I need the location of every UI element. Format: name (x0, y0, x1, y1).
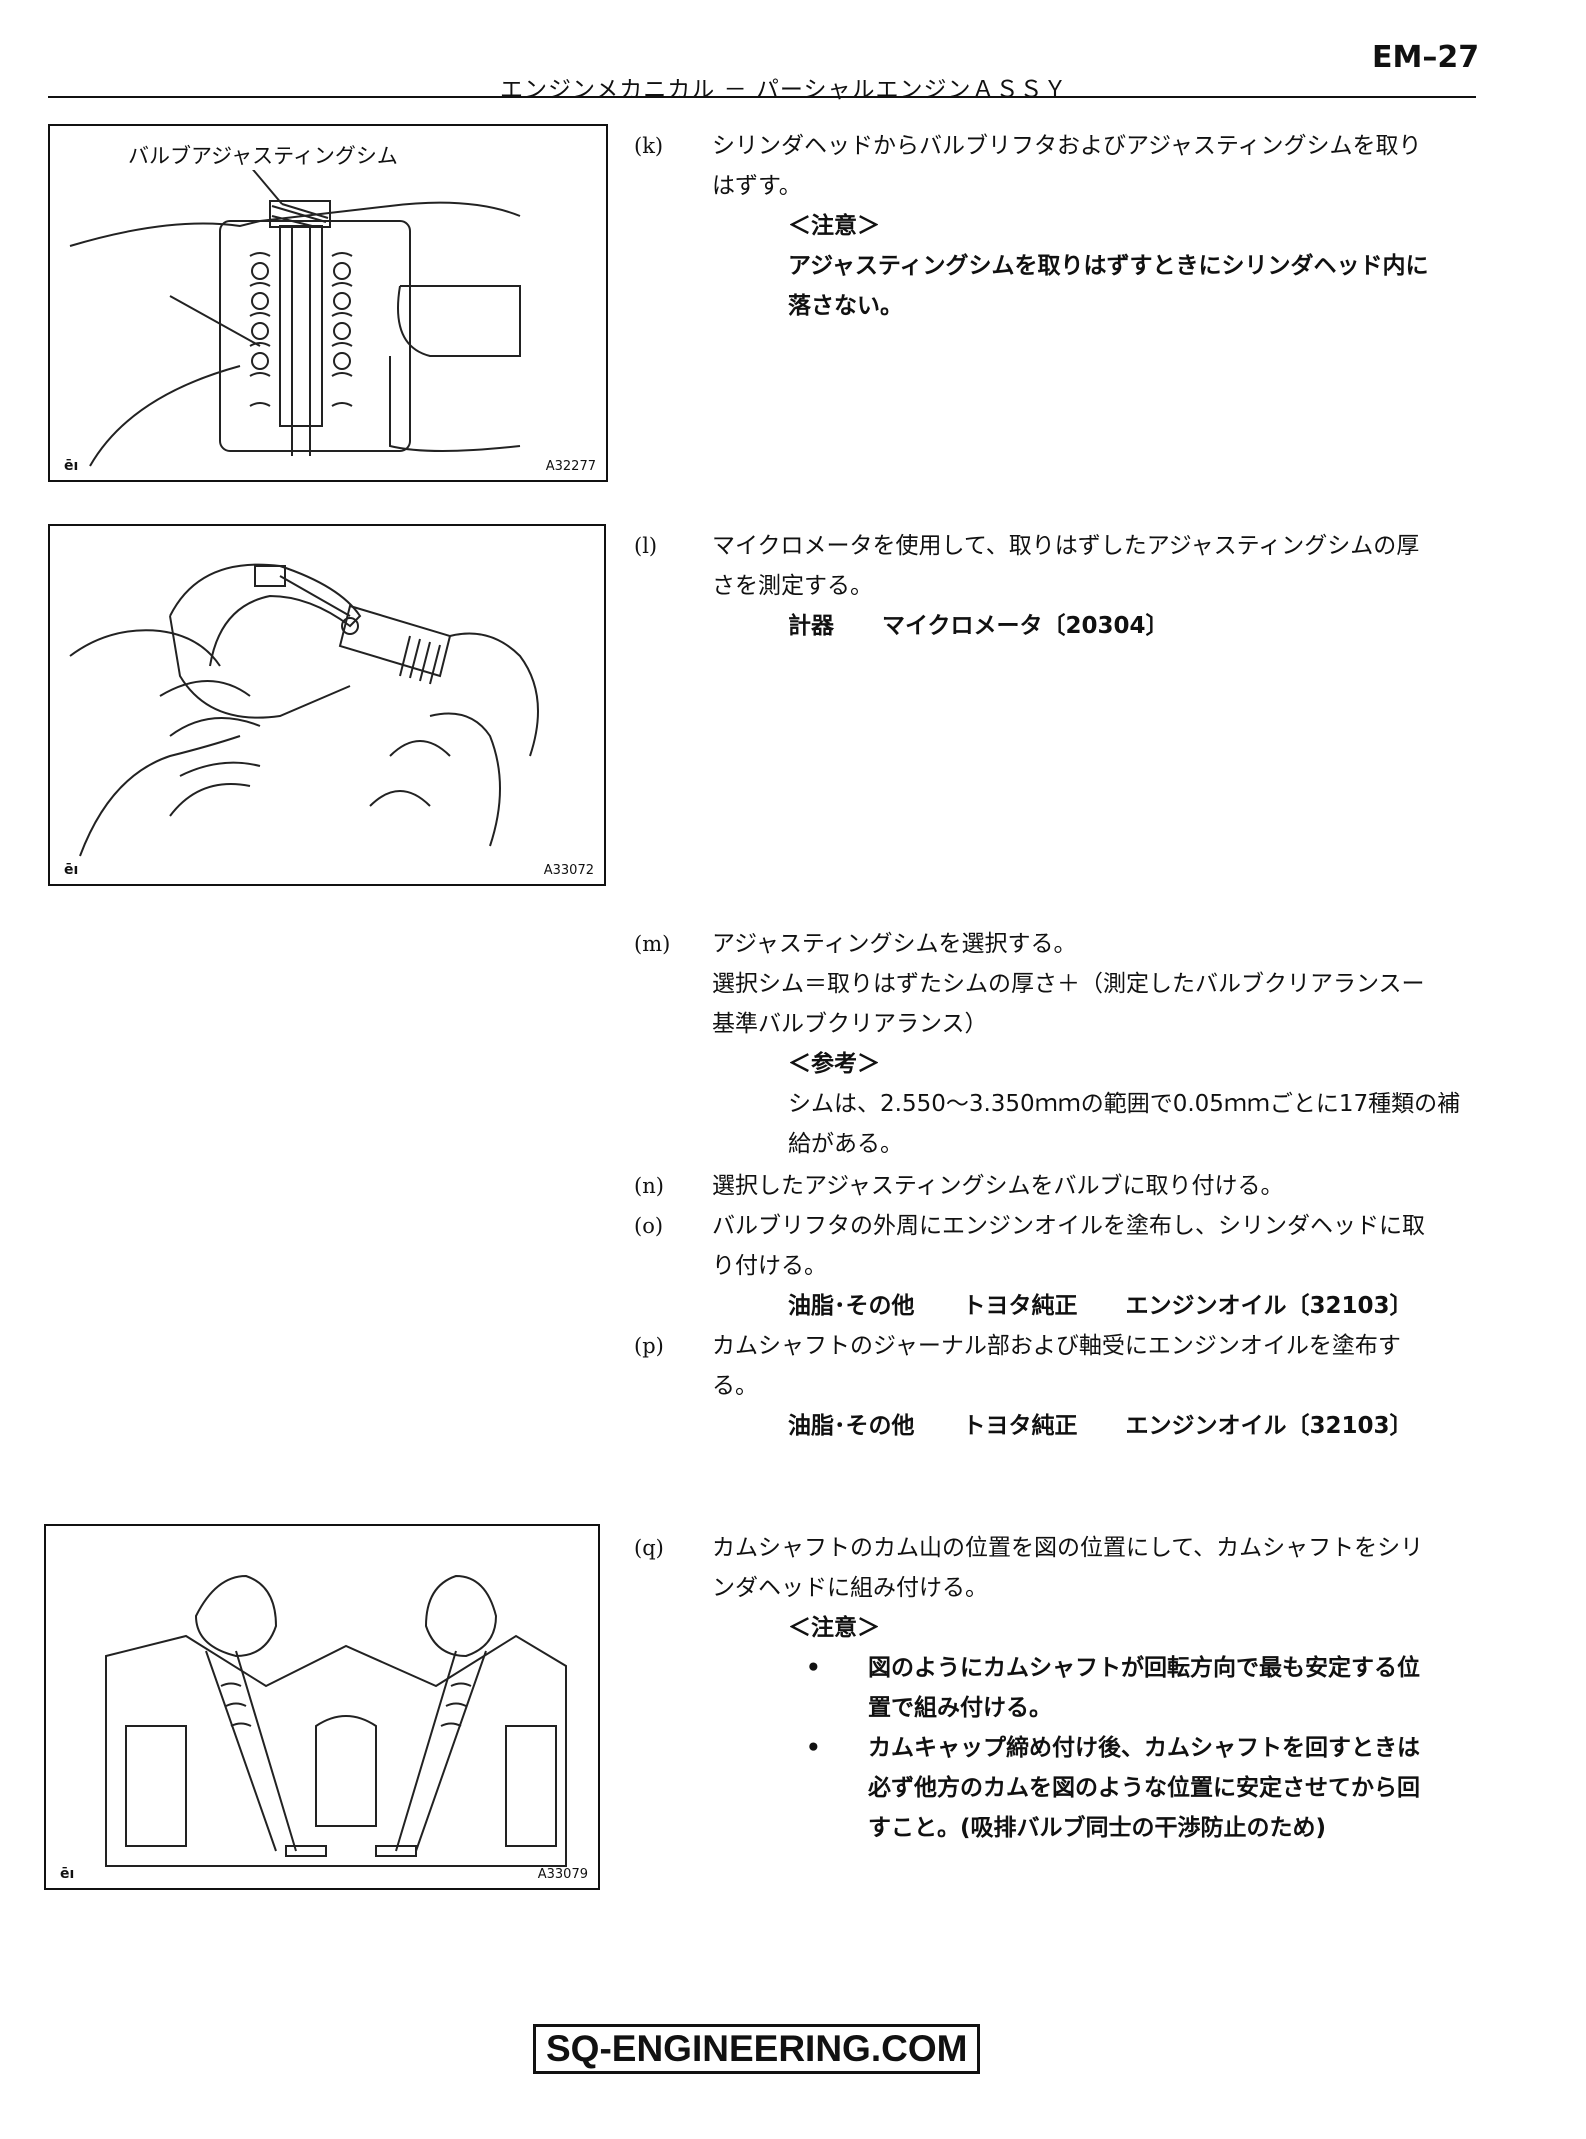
step-text-line: 基準バルブクリアランス） (712, 1011, 988, 1037)
step-text-line: 選択シム＝取りはずたシムの厚さ＋（測定したバルブクリアランスー (712, 971, 1425, 997)
spec-term: 油脂･その他 (788, 1413, 915, 1439)
caution-bullet: • 図のようにカムシャフトが回転方向で最も安定する位 置で組み付ける。 (712, 1648, 1472, 1728)
lubricant-spec: 油脂･その他 トヨタ純正 エンジンオイル〔32103〕 (712, 1406, 1472, 1446)
figure-callout-label: バルブアジャスティングシム (128, 140, 398, 170)
step-text-line: バルブリフタの外周にエンジンオイルを塗布し、シリンダヘッドに取 (712, 1213, 1425, 1239)
bullet-icon: • (806, 1655, 821, 1681)
step-label: (m) (634, 932, 671, 956)
figure-id: A33072 (543, 863, 594, 878)
tool-spec: 計器 マイクロメータ〔20304〕 (712, 606, 1472, 646)
figure-id: A33079 (537, 1867, 588, 1882)
bullet-text-line: 必ず他方のカムを図のような位置に安定させてから回 (868, 1775, 1420, 1801)
spec-maker: トヨタ純正 (962, 1413, 1078, 1439)
step-text-line: カムシャフトのジャーナル部および軸受にエンジンオイルを塗布す (712, 1333, 1401, 1359)
step-label: (o) (634, 1214, 664, 1238)
spec-term: 計器 (788, 613, 834, 639)
bullet-text-line: 図のようにカムシャフトが回転方向で最も安定する位 (868, 1655, 1420, 1681)
page-number: EM–27 (1372, 40, 1480, 75)
step-text-line: カムシャフトのカム山の位置を図の位置にして、カムシャフトをシリ (712, 1535, 1424, 1561)
note-text-line: 落さない。 (788, 293, 903, 319)
note-text-line: アジャスティングシムを取りはずすときにシリンダヘッド内に (788, 253, 1429, 279)
figure-mark: ēı (64, 862, 79, 878)
figure-id: A32277 (545, 459, 596, 474)
bullet-icon: • (806, 1735, 821, 1761)
step-label: (k) (634, 134, 664, 158)
note-text-line: シムは、2.550～3.350ｍｍの範囲で0.05ｍｍごとに17種類の補 (788, 1091, 1461, 1117)
step-label: (n) (634, 1174, 664, 1198)
step-label: (q) (634, 1536, 664, 1560)
figure-adjusting-shim: バルブアジャスティングシム ēı A32277 (48, 124, 608, 482)
header-rule (48, 96, 1476, 98)
step-text-line: る。 (712, 1373, 758, 1399)
spec-value: マイクロメータ〔20304〕 (882, 613, 1169, 639)
spec-value: エンジンオイル〔32103〕 (1125, 1413, 1413, 1439)
step-text-line: さを測定する。 (712, 573, 873, 599)
valve-spring-illustration (69, 165, 521, 467)
step-label: (p) (634, 1334, 664, 1358)
note-heading: ＜参考＞ (788, 1051, 880, 1077)
step-text-line: はずす。 (712, 173, 802, 199)
section-title: エンジンメカニカル － パーシャルエンジンＡＳＳＹ (500, 77, 1068, 103)
spec-value: エンジンオイル〔32103〕 (1125, 1293, 1413, 1319)
footer-watermark: SQ-ENGINEERING.COM (533, 2024, 981, 2074)
note-heading: ＜注意＞ (788, 1615, 880, 1641)
lubricant-spec: 油脂･その他 トヨタ純正 エンジンオイル〔32103〕 (712, 1286, 1472, 1326)
figure-micrometer: ēı A33072 (48, 524, 606, 886)
step-text-line: り付ける。 (712, 1253, 827, 1279)
step-text-line: 選択したアジャスティングシムをバルブに取り付ける。 (712, 1173, 1284, 1199)
note-text-line: 給がある。 (788, 1131, 903, 1157)
caution-bullet: • カムキャップ締め付け後、カムシャフトを回すときは 必ず他方のカムを図のような… (712, 1728, 1472, 1848)
bullet-text-line: 置で組み付ける。 (868, 1695, 1052, 1721)
bullet-text-line: カムキャップ締め付け後、カムシャフトを回すときは (868, 1735, 1420, 1761)
spec-maker: トヨタ純正 (962, 1293, 1078, 1319)
figure-mark: ēı (60, 1866, 75, 1882)
bullet-text-line: すこと。(吸排バルブ同士の干渉防止のため) (868, 1815, 1327, 1841)
step-text-line: アジャスティングシムを選択する。 (712, 931, 1077, 957)
figure-camshaft-position: ēı A33079 (44, 1524, 600, 1890)
step-label: (l) (634, 534, 658, 558)
step-text-line: シリンダヘッドからバルブリフタおよびアジャスティングシムを取り (712, 133, 1422, 159)
spec-term: 油脂･その他 (788, 1293, 915, 1319)
step-text-line: マイクロメータを使用して、取りはずしたアジャスティングシムの厚 (712, 533, 1420, 559)
micrometer-illustration (69, 563, 539, 857)
note-heading: ＜注意＞ (788, 213, 880, 239)
cylinder-head-illustration (105, 1574, 567, 1867)
figure-mark: ēı (64, 458, 79, 474)
step-text-line: ンダヘッドに組み付ける。 (712, 1575, 988, 1601)
